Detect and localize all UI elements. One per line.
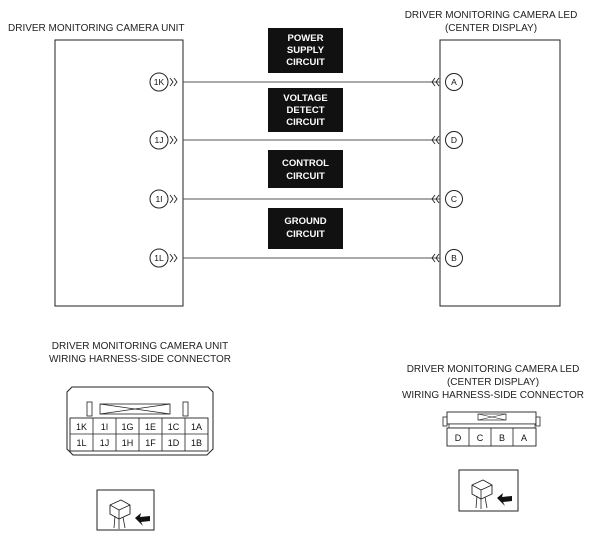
circuit-label-box: GROUND CIRCUIT <box>268 208 343 249</box>
svg-text:POWER: POWER <box>288 33 324 44</box>
left-connector-face <box>66 386 214 456</box>
connector-cell: A <box>521 433 527 443</box>
connector-terminal-icon <box>169 135 178 145</box>
connector-cell: 1L <box>76 438 86 448</box>
wire-row: 1J D <box>149 130 463 150</box>
harness-view-icon <box>458 469 519 512</box>
right-unit-title-line1: DRIVER MONITORING CAMERA LED <box>405 10 578 21</box>
connector-cell: 1H <box>122 438 134 448</box>
connector-terminal-icon <box>431 253 440 263</box>
harness-view-icon <box>96 489 155 531</box>
wire-row: 1K A <box>149 72 463 92</box>
left-connector-pins: 1K 1I 1G 1E 1C 1A 1L 1J 1H 1F 1D 1B <box>76 422 202 448</box>
wire-row: 1L B <box>149 248 463 268</box>
connector-cell: 1D <box>168 438 180 448</box>
svg-text:DETECT: DETECT <box>287 105 325 116</box>
connector-cell: D <box>455 433 462 443</box>
svg-text:GROUND: GROUND <box>284 216 326 227</box>
svg-text:CONTROL: CONTROL <box>282 158 329 169</box>
connector-cell: 1I <box>101 422 109 432</box>
pin-label-right: B <box>451 253 457 263</box>
right-connector-title-line3: WIRING HARNESS-SIDE CONNECTOR <box>402 390 584 401</box>
connector-cell: 1B <box>191 438 202 448</box>
connector-cell: 1G <box>121 422 133 432</box>
connector-cell: 1F <box>145 438 156 448</box>
pin-label-right: C <box>451 194 457 204</box>
circuit-label-box: VOLTAGE DETECT CIRCUIT <box>268 88 343 132</box>
pin-label-left: 1I <box>155 194 162 204</box>
connector-cell: 1A <box>191 422 202 432</box>
svg-text:CIRCUIT: CIRCUIT <box>286 117 325 128</box>
right-connector-title-line1: DRIVER MONITORING CAMERA LED <box>407 364 580 375</box>
pin-label-right: D <box>451 135 457 145</box>
connector-terminal-icon <box>431 135 440 145</box>
connector-cell: 1J <box>100 438 110 448</box>
svg-text:SUPPLY: SUPPLY <box>287 45 325 56</box>
circuit-label-box: POWER SUPPLY CIRCUIT <box>268 28 343 73</box>
connector-terminal-icon <box>169 253 178 263</box>
connector-terminal-icon <box>431 77 440 87</box>
left-connector-title-line1: DRIVER MONITORING CAMERA UNIT <box>52 341 229 352</box>
circuit-label-box: CONTROL CIRCUIT <box>268 150 343 188</box>
pin-label-left: 1J <box>155 135 164 145</box>
right-unit-title-line2: (CENTER DISPLAY) <box>445 23 537 34</box>
svg-text:CIRCUIT: CIRCUIT <box>286 171 325 182</box>
right-connector-face <box>442 411 541 447</box>
wire-row: 1I C <box>149 189 463 209</box>
left-unit-title: DRIVER MONITORING CAMERA UNIT <box>8 23 185 34</box>
connector-cell: 1C <box>168 422 180 432</box>
svg-text:CIRCUIT: CIRCUIT <box>286 229 325 240</box>
pin-label-left: 1K <box>154 77 165 87</box>
svg-text:VOLTAGE: VOLTAGE <box>283 93 328 104</box>
right-connector-title-line2: (CENTER DISPLAY) <box>447 377 539 388</box>
right-connector-pins: D C B A <box>455 433 527 443</box>
connector-cell: 1K <box>76 422 87 432</box>
connector-cell: 1E <box>145 422 156 432</box>
connector-terminal-icon <box>169 77 178 87</box>
pin-label-left: 1L <box>154 253 164 263</box>
connector-terminal-icon <box>431 194 440 204</box>
connector-cell: B <box>499 433 505 443</box>
connector-cell: C <box>477 433 484 443</box>
left-connector-title-line2: WIRING HARNESS-SIDE CONNECTOR <box>49 354 231 365</box>
pin-label-right: A <box>451 77 457 87</box>
connector-terminal-icon <box>169 194 178 204</box>
svg-text:CIRCUIT: CIRCUIT <box>286 57 325 68</box>
